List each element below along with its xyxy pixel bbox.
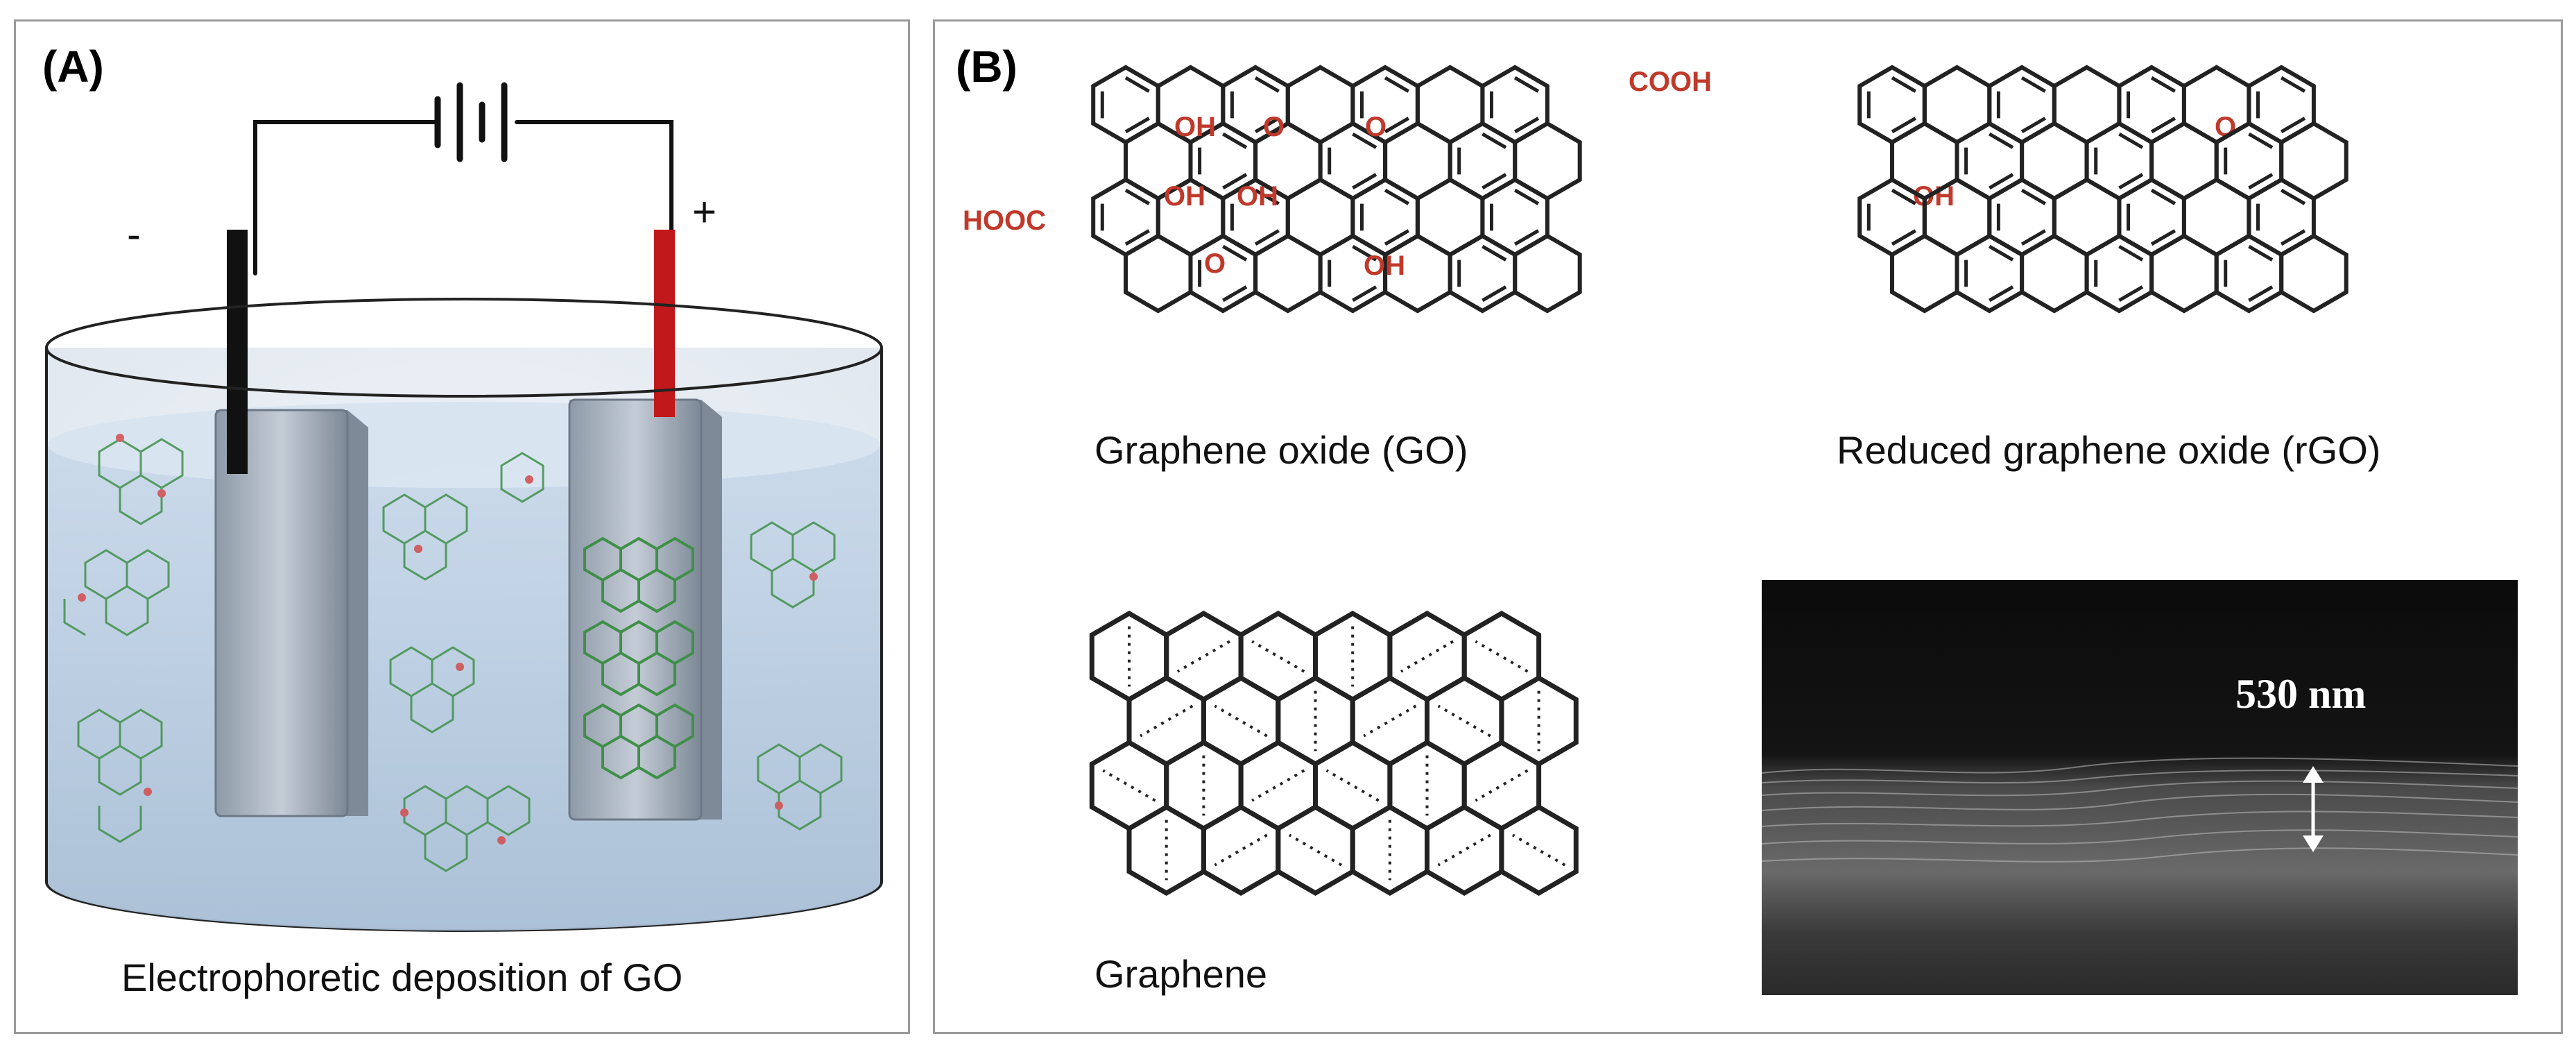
go-o-label-1: O: [1263, 112, 1285, 142]
panel-b-label: (B): [956, 42, 1017, 92]
sem-cross-section-image: 530 nm: [1762, 580, 2518, 995]
beaker: [45, 348, 883, 932]
dotted-bond: [1475, 640, 1529, 673]
battery-icon: [253, 82, 673, 275]
double-bond: [1490, 76, 1540, 134]
double-bond: [1457, 132, 1507, 190]
double-bond: [1866, 188, 1916, 246]
hexagon-ring: [1513, 233, 1582, 314]
graphene-caption: Graphene: [1094, 952, 1268, 996]
double-bond: [2224, 132, 2274, 190]
rgo-structure: [1857, 65, 2349, 314]
double-bond: [1996, 76, 2046, 134]
double-bond: [1198, 132, 1248, 190]
go-oh-label-4: OH: [1364, 251, 1405, 281]
graphene-structure: [1089, 610, 1579, 897]
hexagon-ring: [1499, 804, 1579, 897]
hexagon-ring: [2279, 233, 2349, 314]
double-bond: [1100, 188, 1150, 246]
go-o-label-2: O: [1365, 112, 1386, 142]
dotted-bond: [1475, 769, 1529, 802]
go-structure: [1091, 65, 1582, 314]
double-bond: [1198, 244, 1248, 303]
go-oh-label-2: OH: [1164, 181, 1205, 212]
deposited-graphene: [583, 536, 694, 780]
positive-terminal-label: +: [692, 189, 717, 235]
electrophoresis-illustration: [45, 82, 883, 932]
hexagon-ring: [1201, 804, 1281, 897]
dotted-bond: [1176, 640, 1230, 673]
double-bond: [2256, 76, 2306, 134]
dotted-bond: [1251, 640, 1305, 673]
double-bond: [2094, 132, 2144, 190]
dotted-bond: [1214, 833, 1268, 867]
dotted-bond: [1251, 769, 1305, 802]
double-bond: [2256, 188, 2306, 246]
double-bond: [2224, 244, 2274, 303]
double-bond: [1328, 132, 1377, 190]
negative-terminal-label: -: [127, 211, 141, 257]
double-bond: [2127, 76, 2176, 134]
dotted-bond: [1140, 704, 1194, 738]
cathode-lead: [227, 230, 248, 474]
dotted-bond: [1102, 769, 1156, 802]
double-bond: [1328, 244, 1377, 303]
double-bond: [1360, 188, 1410, 246]
hexagon-ring: [1425, 804, 1504, 897]
double-bond: [1490, 188, 1540, 246]
dotted-bond: [1214, 704, 1268, 738]
double-bond: [2094, 244, 2144, 303]
cathode-plate: [214, 230, 368, 817]
double-bond: [1964, 244, 2014, 303]
panel-a: (A): [14, 19, 910, 1034]
beaker-rim: [45, 298, 883, 398]
double-bond: [1230, 76, 1280, 134]
double-bond: [1360, 76, 1410, 134]
hexagon-ring: [1276, 804, 1355, 897]
dotted-bond: [1363, 704, 1417, 738]
double-bond: [1964, 132, 2014, 190]
dotted-bond: [1400, 640, 1454, 673]
go-hooc-label: HOOC: [963, 205, 1046, 236]
go-cooh-label: COOH: [1629, 67, 1712, 97]
go-oh-label-3: OH: [1237, 181, 1278, 212]
dotted-bond: [1325, 769, 1380, 802]
double-bond: [1866, 76, 1916, 134]
go-caption: Graphene oxide (GO): [1094, 428, 1468, 472]
double-bond: [1230, 188, 1280, 246]
go-molecules: [63, 434, 843, 872]
double-bond: [1996, 188, 2046, 246]
panel-a-label: (A): [42, 42, 104, 92]
go-o-label-3: O: [1204, 248, 1226, 279]
go-functional-groups: COOH HOOC OH OH OH OH O O O O OH: [963, 67, 2236, 281]
anode-lead: [654, 230, 675, 417]
go-oh-label-1: OH: [1174, 112, 1216, 142]
dotted-bond: [1437, 704, 1491, 738]
thickness-arrow: [2303, 766, 2324, 852]
double-bond: [1100, 76, 1150, 134]
double-bond: [1457, 244, 1507, 303]
panel-a-caption: Electrophoretic deposition of GO: [121, 956, 683, 999]
sem-thickness-label: 530 nm: [2235, 671, 2367, 717]
dotted-bond: [1288, 833, 1343, 867]
dotted-bond: [1437, 833, 1491, 867]
rgo-caption: Reduced graphene oxide (rGO): [1837, 428, 2381, 472]
panel-b: (B) COOH HOOC OH OH OH OH O O O O OH Gra…: [933, 19, 2563, 1034]
anode-plate: [568, 230, 722, 821]
dotted-bond: [1512, 833, 1566, 867]
double-bond: [2127, 188, 2176, 246]
